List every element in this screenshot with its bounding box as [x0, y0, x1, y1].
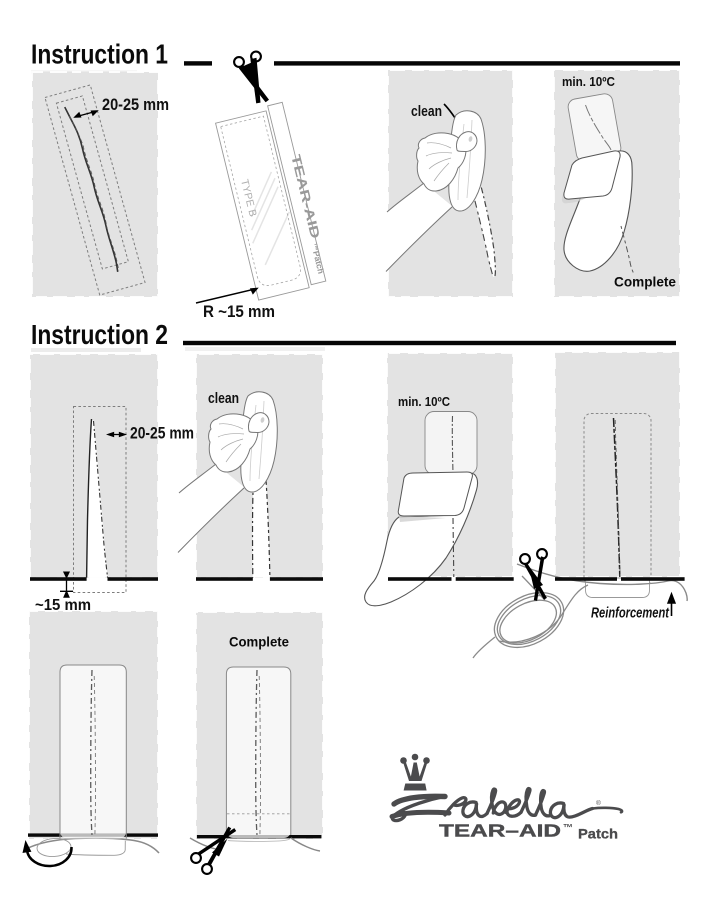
svg-text:clean: clean	[411, 104, 442, 120]
svg-text:TEAR–AID: TEAR–AID	[439, 821, 561, 841]
svg-text:20-25 mm: 20-25 mm	[130, 425, 194, 443]
svg-text:Complete: Complete	[229, 635, 289, 650]
svg-text:clean: clean	[208, 391, 239, 407]
svg-text:min. 10ºC: min. 10ºC	[562, 74, 616, 89]
svg-text:20-25 mm: 20-25 mm	[102, 96, 169, 114]
svg-text:Complete: Complete	[614, 275, 676, 290]
svg-text:min. 10ºC: min. 10ºC	[398, 394, 451, 409]
svg-text:®: ®	[596, 799, 601, 807]
svg-text:R ~15 mm: R ~15 mm	[203, 303, 275, 321]
svg-text:Instruction 2: Instruction 2	[31, 319, 168, 350]
svg-text:™: ™	[563, 823, 573, 834]
svg-text:Patch: Patch	[578, 826, 618, 842]
svg-text:Instruction 1: Instruction 1	[31, 39, 168, 70]
svg-text:~15 mm: ~15 mm	[35, 597, 91, 614]
svg-text:Reinforcement: Reinforcement	[591, 606, 670, 622]
